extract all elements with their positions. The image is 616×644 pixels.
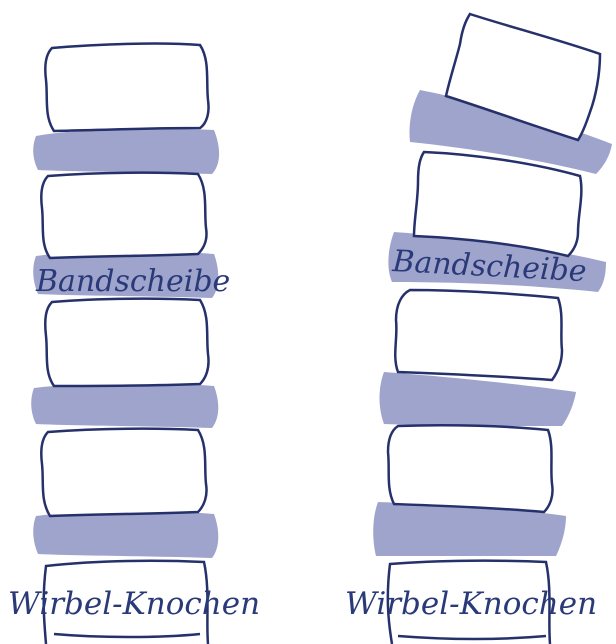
- left-bone-label: Wirbel-Knochen: [8, 586, 260, 622]
- left-disc-4: [33, 511, 218, 558]
- right-vertebra-4: [388, 425, 553, 512]
- right-vertebra-3: [395, 290, 562, 380]
- right-bone-label: Wirbel-Knochen: [345, 586, 597, 622]
- left-disc-1: [33, 129, 219, 174]
- left-vertebra-3: [45, 299, 208, 386]
- left-vertebra-2: [41, 173, 206, 258]
- left-spine: Bandscheibe Wirbel-Knochen: [8, 44, 260, 644]
- left-disc-label: Bandscheibe: [35, 264, 230, 299]
- left-disc-3: [31, 383, 218, 428]
- left-vertebra-4: [41, 429, 206, 516]
- left-vertebra-1: [45, 44, 208, 131]
- right-spine: Bandscheibe Wirbel-Knochen: [345, 14, 612, 644]
